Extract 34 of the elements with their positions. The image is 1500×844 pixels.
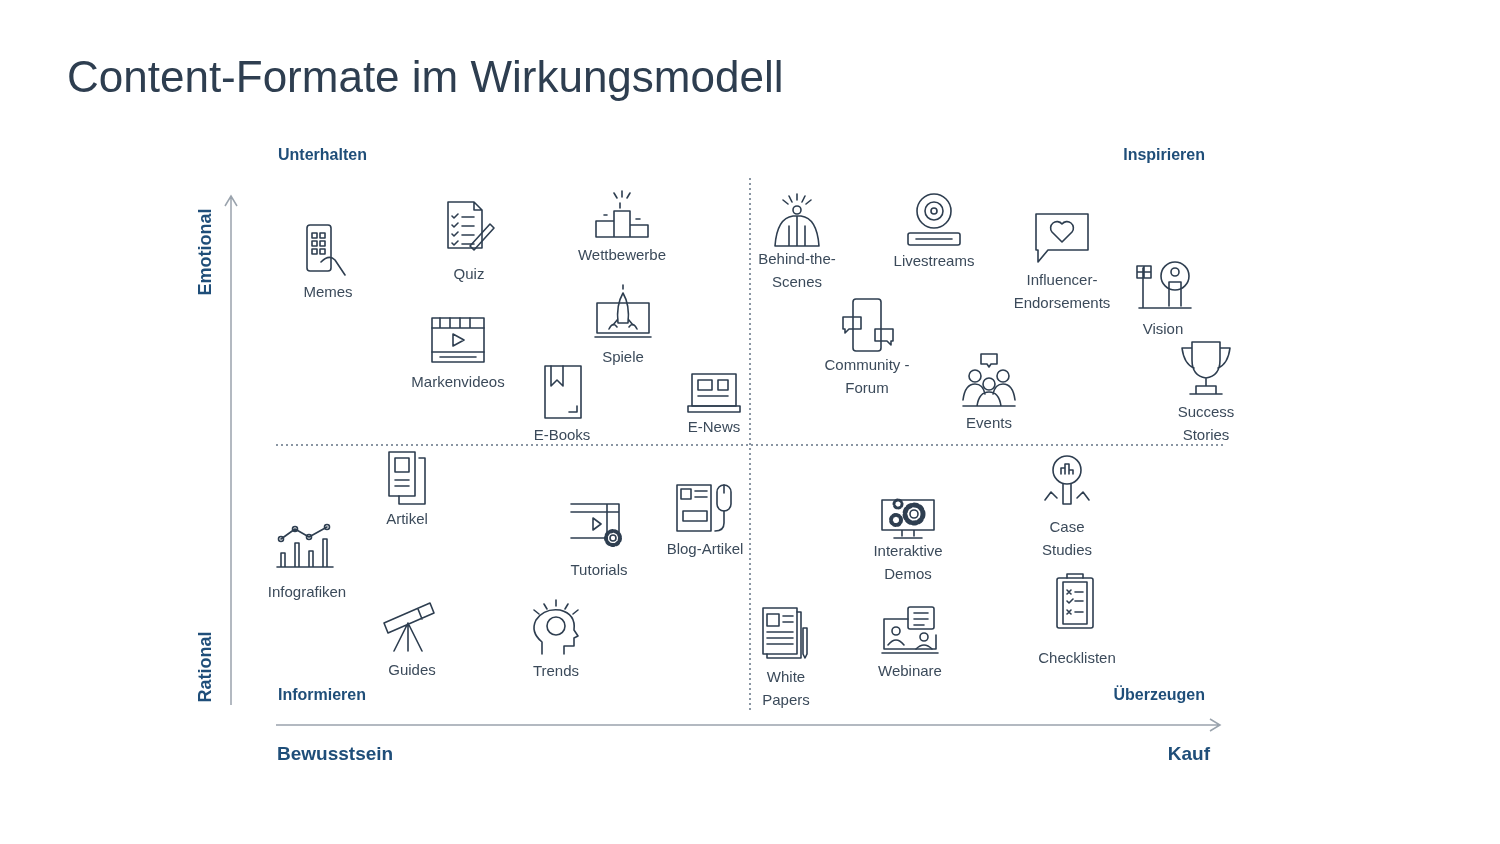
format-label: Tutorials: [569, 560, 629, 580]
format-label: Checklisten: [1037, 648, 1117, 668]
format-label: E-News: [686, 417, 742, 437]
format-label: Livestreams: [892, 251, 976, 271]
format-label: Guides: [387, 660, 437, 680]
format-label: Events: [965, 413, 1013, 433]
quadrant-label: Unterhalten: [278, 146, 367, 164]
axis-label: Rational: [194, 631, 216, 703]
format-label: Trends: [531, 661, 581, 681]
quadrant-label: Informieren: [278, 686, 366, 704]
format-label: Vision: [1141, 319, 1185, 339]
format-label: Infografiken: [266, 582, 348, 602]
quadrant-label: Inspirieren: [1123, 146, 1205, 164]
format-label: Interaktive Demos: [872, 541, 944, 584]
title: Content-Formate im Wirkungsmodell: [67, 52, 784, 102]
format-label: Influencer-Endorsements: [1012, 270, 1112, 313]
format-label: Success Stories: [1176, 402, 1236, 445]
format-label: Community -Forum: [823, 355, 911, 398]
format-label: Quiz: [452, 264, 486, 284]
format-label: Behind-the-Scenes: [757, 249, 837, 292]
format-label: Case Studies: [1040, 517, 1093, 560]
axis-label: Emotional: [194, 208, 216, 296]
format-label: Memes: [302, 282, 354, 302]
format-label: Webinare: [877, 661, 943, 681]
format-label: Artikel: [385, 509, 429, 529]
format-label: Markenvideos: [410, 372, 506, 392]
format-label: E-Books: [532, 425, 592, 445]
format-label: Wettbewerbe: [576, 245, 668, 265]
format-label: Blog-Artikel: [665, 539, 745, 559]
axis-label: Bewusstsein: [277, 743, 394, 765]
quadrant-label: Überzeugen: [1113, 686, 1205, 704]
format-label: White Papers: [761, 667, 811, 710]
axis-label: Kauf: [1167, 743, 1210, 765]
format-label: Spiele: [601, 347, 645, 367]
